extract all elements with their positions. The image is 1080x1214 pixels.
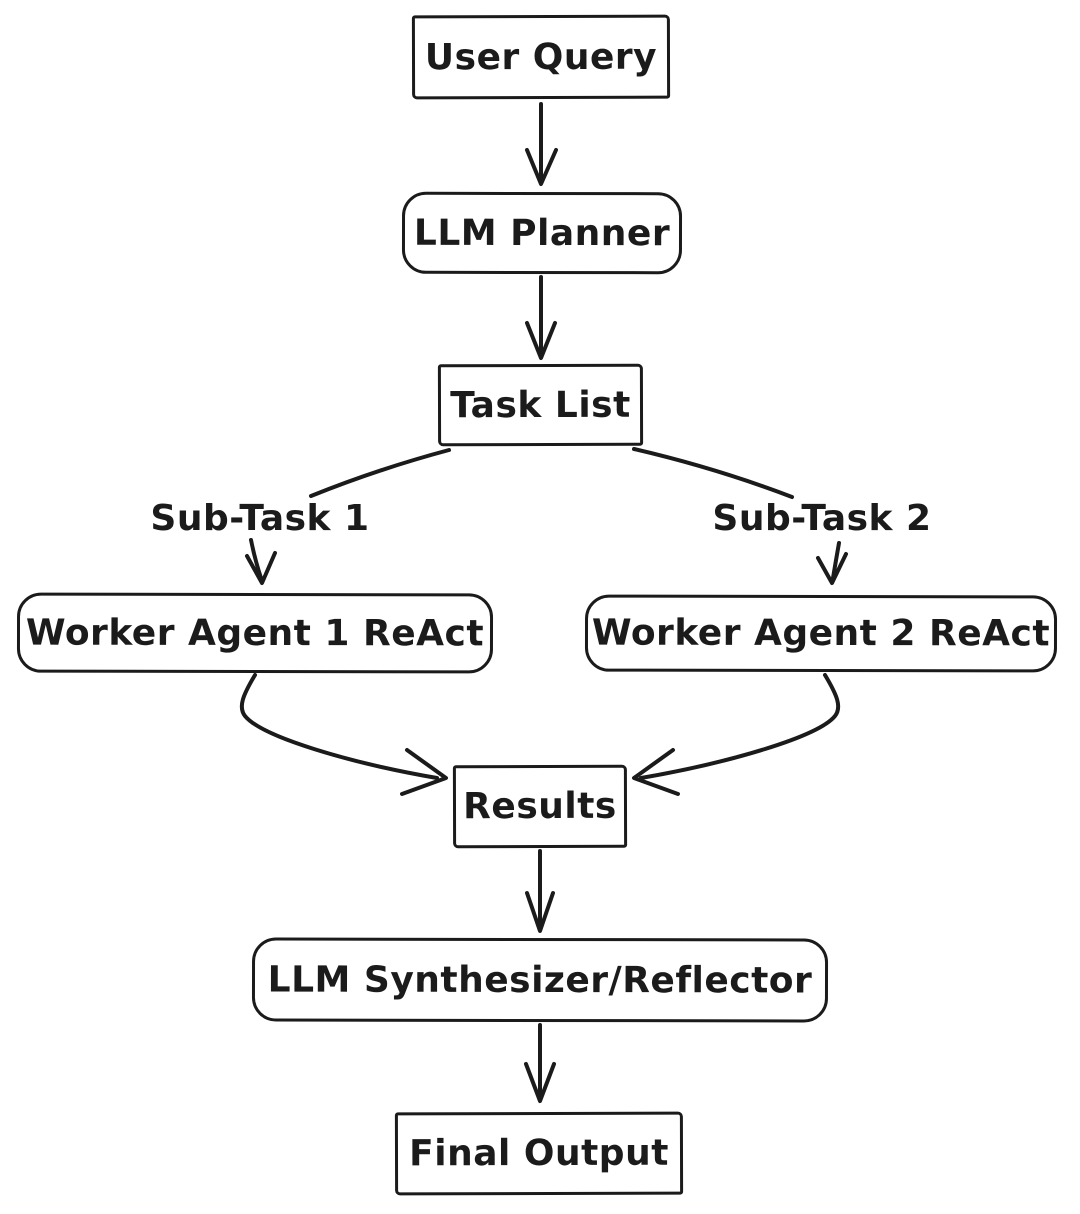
edge-task-list-to-sub-task-2 <box>632 447 794 499</box>
node-final-output-label: Final Output <box>409 1132 669 1175</box>
edge-sub-task-2-to-worker-agent-2 <box>816 541 848 585</box>
node-user-query-label: User Query <box>424 36 658 78</box>
node-worker-agent-1: Worker Agent 1 ReAct <box>16 592 494 674</box>
node-worker-agent-2: Worker Agent 2 ReAct <box>584 594 1058 673</box>
edge-worker-agent-1-to-results <box>239 673 448 796</box>
node-results-label: Results <box>463 785 617 828</box>
edge-llm-planner-to-task-list <box>525 275 557 360</box>
edge-task-list-to-sub-task-1 <box>309 448 451 498</box>
edge-label-sub-task-2: Sub-Task 2 <box>712 498 932 539</box>
edge-results-to-llm-synthesizer <box>525 849 555 933</box>
node-worker-agent-2-label: Worker Agent 2 ReAct <box>591 612 1051 655</box>
edge-sub-task-1-to-worker-agent-1 <box>245 538 277 585</box>
node-task-list: Task List <box>437 363 644 447</box>
node-task-list-label: Task List <box>450 384 631 426</box>
node-llm-synthesizer: LLM Synthesizer/Reflector <box>251 937 829 1023</box>
edge-user-query-to-llm-planner <box>525 102 558 186</box>
edge-worker-agent-2-to-results <box>632 673 841 796</box>
node-final-output: Final Output <box>394 1111 684 1196</box>
edge-label-sub-task-1: Sub-Task 1 <box>150 498 370 539</box>
node-llm-planner: LLM Planner <box>401 191 683 275</box>
node-user-query: User Query <box>411 14 671 100</box>
node-worker-agent-1-label: Worker Agent 1 ReAct <box>25 612 485 654</box>
node-llm-planner-label: LLM Planner <box>413 212 671 254</box>
edge-llm-synthesizer-to-final-output <box>524 1023 556 1103</box>
node-llm-synthesizer-label: LLM Synthesizer/Reflector <box>267 959 813 1001</box>
node-results: Results <box>452 764 628 849</box>
